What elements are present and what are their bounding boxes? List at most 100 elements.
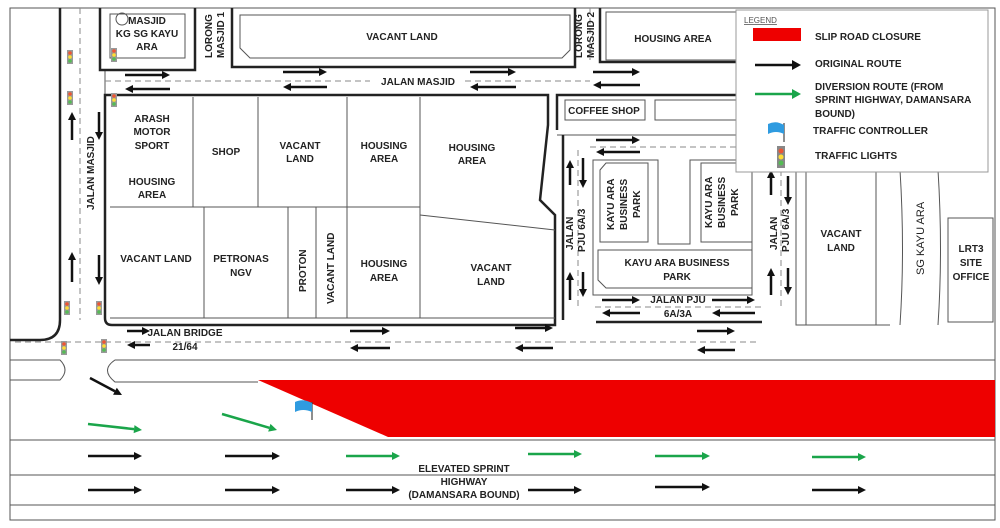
road-name: HIGHWAY	[441, 477, 488, 488]
label: COFFEE SHOP	[568, 106, 640, 117]
label: MASJID	[128, 16, 166, 27]
legend: LEGEND SLIP ROAD CLOSURE ORIGINAL ROUTE …	[735, 9, 989, 173]
map-labels: MASJID KG SG KAYU ARA LORONG MASJID 1 LO…	[86, 11, 990, 501]
river-name: SG KAYU ARA	[915, 201, 927, 275]
original-route-arrow	[579, 272, 587, 297]
label: LRT3	[959, 244, 984, 255]
label: ARA	[136, 42, 158, 53]
traffic-light-icon	[61, 341, 67, 355]
label: VACANT LAND	[366, 32, 437, 43]
original-route-arrow	[712, 309, 755, 317]
label: LORONG	[204, 14, 215, 58]
label: AREA	[370, 154, 398, 165]
original-route-arrow	[346, 486, 400, 494]
road-name: ELEVATED SPRINT	[418, 464, 509, 475]
label: HOUSING	[361, 259, 408, 270]
original-route-arrow	[470, 83, 516, 91]
original-route-arrow	[350, 344, 390, 352]
road-layout	[9, 7, 996, 521]
original-route-arrow	[95, 255, 103, 285]
traffic-light-icon	[101, 339, 107, 353]
original-route-arrow	[283, 83, 327, 91]
original-route-arrow	[784, 176, 792, 205]
original-route-arrow	[566, 272, 574, 300]
legend-lights-label: TRAFFIC LIGHTS	[815, 151, 898, 162]
label: HOUSING	[129, 177, 176, 188]
traffic-light-icon	[111, 48, 117, 62]
legend-closure-swatch	[753, 28, 801, 41]
diversion-route-arrow	[528, 450, 582, 458]
label: NGV	[230, 268, 252, 279]
road-name: JALAN MASJID	[381, 77, 455, 88]
original-route-arrow	[515, 324, 553, 332]
original-route-arrow	[225, 452, 280, 460]
original-route-arrow	[88, 486, 142, 494]
road-name: JALAN BRIDGE	[147, 328, 222, 339]
label: PARK	[632, 190, 643, 218]
legend-diversion-arrow-icon	[755, 89, 801, 99]
label: BUSINESS	[717, 177, 728, 228]
original-route-arrow	[125, 85, 170, 93]
original-route-arrow	[89, 376, 122, 395]
original-route-arrow	[470, 68, 516, 76]
original-route-arrow	[697, 327, 735, 335]
original-route-arrow	[784, 268, 792, 295]
label: KAYU ARA BUSINESS	[624, 258, 729, 269]
diversion-route-arrow	[221, 412, 277, 432]
label: OFFICE	[953, 272, 990, 283]
label: PETRONAS	[213, 254, 269, 265]
label: VACANT	[471, 263, 512, 274]
original-route-arrow	[767, 268, 775, 295]
original-route-arrow	[602, 296, 640, 304]
label: MASJID 2	[586, 11, 597, 58]
diversion-route-arrow	[812, 453, 866, 461]
original-route-arrow	[593, 81, 640, 89]
legend-original-label: ORIGINAL ROUTE	[815, 59, 902, 70]
original-route-arrow	[283, 68, 327, 76]
original-route-arrow	[88, 452, 142, 460]
original-route-arrow	[350, 327, 390, 335]
road-name: 21/64	[172, 342, 197, 353]
diversion-route-arrow	[655, 452, 710, 460]
legend-original-arrow-icon	[755, 60, 801, 70]
label: HOUSING AREA	[634, 34, 711, 45]
original-route-arrow	[579, 158, 587, 188]
label: VACANT LAND	[326, 233, 337, 304]
legend-flag-icon	[768, 122, 785, 142]
legend-title: LEGEND	[744, 16, 777, 25]
original-route-arrow	[697, 346, 735, 354]
label: HOUSING	[449, 143, 496, 154]
original-route-arrow	[812, 486, 866, 494]
label: SHOP	[212, 147, 241, 158]
label: PARK	[663, 272, 691, 283]
original-route-arrow	[95, 112, 103, 140]
original-route-arrow	[602, 309, 640, 317]
label: KAYU ARA	[704, 177, 715, 229]
mosque-dome-icon	[115, 12, 129, 26]
road-name: JALAN PJU	[650, 295, 706, 306]
legend-closure-label: SLIP ROAD CLOSURE	[815, 32, 921, 43]
original-route-arrow	[68, 112, 76, 140]
label: SPORT	[135, 141, 169, 152]
original-route-arrow	[712, 296, 755, 304]
original-route-arrow	[225, 486, 280, 494]
label: KG SG KAYU	[116, 29, 178, 40]
legend-diversion-label: BOUND)	[815, 109, 855, 120]
label: PROTON	[298, 249, 309, 292]
slip-road-closure	[258, 380, 995, 437]
traffic-light-icon	[67, 50, 73, 64]
label: VACANT	[821, 229, 862, 240]
legend-diversion-label: SPRINT HIGHWAY, DAMANSARA	[815, 95, 971, 106]
label: KAYU ARA	[606, 179, 617, 231]
label: LAND	[477, 277, 505, 288]
label: AREA	[458, 156, 486, 167]
label: ARASH	[134, 114, 170, 125]
traffic-controller-flag-icon	[295, 400, 313, 420]
original-route-arrow	[515, 344, 553, 352]
label: AREA	[138, 190, 166, 201]
label: PARK	[730, 188, 741, 216]
legend-diversion-label: DIVERSION ROUTE (FROM	[815, 82, 943, 93]
original-route-arrow	[528, 486, 582, 494]
road-name: JALAN MASJID	[86, 136, 97, 210]
legend-traffic-light-icon	[777, 146, 785, 168]
